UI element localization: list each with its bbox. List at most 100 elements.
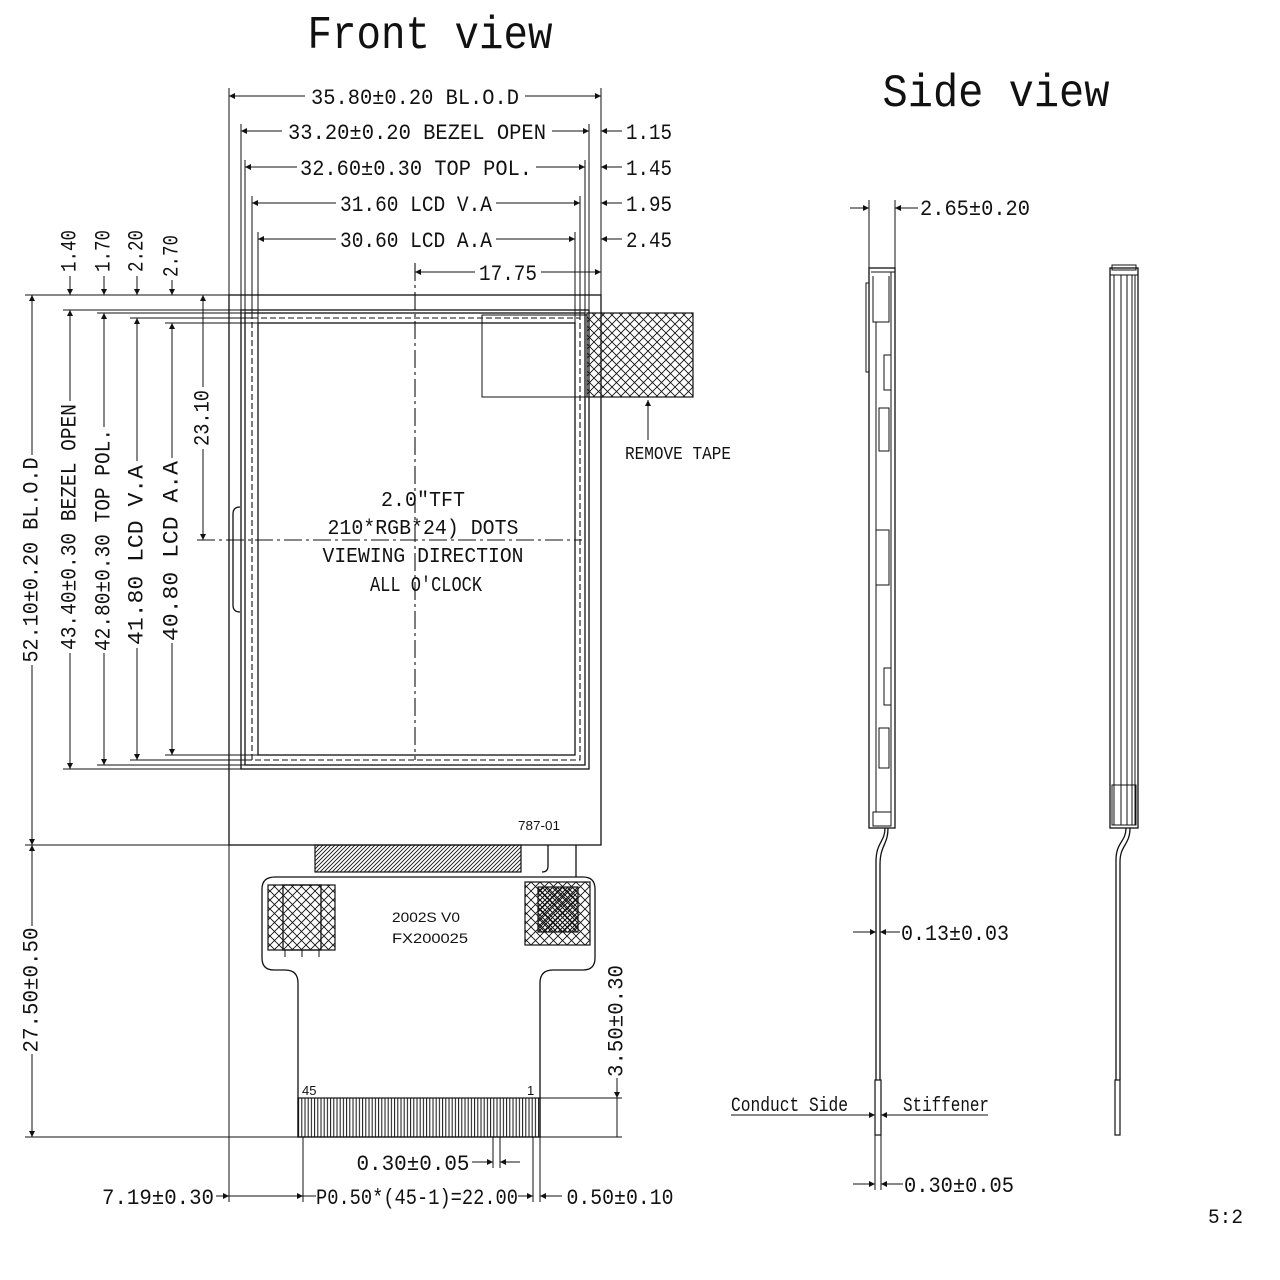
conduct-side-label: Conduct Side <box>731 1095 848 1118</box>
dim-text: 7.19±0.30 <box>102 1186 214 1211</box>
side-view-title: Side view <box>883 68 1110 120</box>
part-code: 787-01 <box>518 818 560 833</box>
dim-text: 0.30±0.05 <box>357 1152 470 1177</box>
drawing-scale: 5:2 <box>1208 1207 1243 1230</box>
fpc-component-left <box>267 884 336 951</box>
dimension-pitch: P0.50*(45-1)=22.00 <box>303 1186 533 1211</box>
fpc-label-2: FX200025 <box>392 930 468 946</box>
body-outline <box>1109 267 1139 829</box>
remove-tape-label: REMOVE TAPE <box>625 445 731 465</box>
body-component <box>875 529 890 586</box>
dim-text: 23.10 <box>191 390 216 446</box>
top-dimension-lcd-aa: 30.60 LCD A.A 2.45 <box>258 229 672 254</box>
dim-text: 40.80 LCD A.A <box>160 460 185 641</box>
fpc-tail-outer <box>1119 827 1131 1080</box>
dim-text: 0.50±0.10 <box>567 1186 674 1211</box>
top-dimension-top-pol: 32.60±0.30 TOP POL. 1.45 <box>245 157 672 182</box>
stiffener-callout: Stiffener <box>881 1095 989 1118</box>
dim-text: 0.30±0.05 <box>904 1174 1014 1199</box>
dim-text: 35.80±0.20 BL.O.D <box>311 86 519 111</box>
body-component <box>878 407 890 452</box>
dim-text: 31.60 LCD V.A <box>340 193 493 218</box>
lcd-viewing-area-outline <box>251 317 581 761</box>
panel-resolution-text: 210*RGB*24) DOTS <box>328 518 519 541</box>
panel-viewing-text: VIEWING DIRECTION <box>323 546 524 569</box>
stiffener-label: Stiffener <box>903 1095 989 1118</box>
fpc-bond-area <box>314 844 522 873</box>
front-view-title: Front view <box>308 10 553 62</box>
body-top-detail <box>872 276 890 323</box>
fpc: 2002S V0 FX200025 45 1 <box>261 844 596 1138</box>
body-left-tab <box>865 282 869 373</box>
dimension-module-thickness: 2.65±0.20 <box>850 197 1030 268</box>
fpc-tail-outer <box>879 827 889 1080</box>
offset-text: 2.20 <box>125 230 150 272</box>
lcd-active-area-outline <box>257 322 576 756</box>
offset-text: 1.40 <box>58 230 83 272</box>
side-body-right <box>1109 264 1139 1136</box>
fpc-component-right-inner <box>537 886 579 933</box>
pin-1-label: 1 <box>527 1083 534 1098</box>
fpc-label-1: 2002S V0 <box>392 909 460 925</box>
dim-text: 43.40±0.30 BEZEL OPEN <box>58 404 83 650</box>
tape-hatched-tab <box>586 312 694 398</box>
body-component <box>883 354 892 391</box>
side-body-left <box>865 267 896 1136</box>
dim-text: 42.80±0.30 TOP POL. <box>92 429 117 651</box>
top-dimension-bezel-open: 33.20±0.20 BEZEL OPEN 1.15 <box>241 121 672 146</box>
dim-text: 32.60±0.30 TOP POL. <box>300 157 532 182</box>
top-polarizer-outline <box>244 312 586 766</box>
body-outline <box>868 267 896 829</box>
offset-text: 1.45 <box>626 157 672 182</box>
left-dimension-lcd-aa: 40.80 LCD A.A 2.70 <box>160 235 185 755</box>
conduct-side-callout: Conduct Side <box>731 1095 875 1118</box>
dim-text: 33.20±0.20 BEZEL OPEN <box>288 121 546 146</box>
dim-text: 2.65±0.20 <box>920 197 1030 222</box>
left-dimension-center-offset: 23.10 <box>191 295 216 540</box>
dim-text: 52.10±0.20 BL.O.D <box>20 458 45 663</box>
fpc-tail-inner <box>1115 827 1127 1080</box>
panel-clock-text: ALL O'CLOCK <box>370 575 482 598</box>
body-component <box>883 667 892 706</box>
dimension-pin-width: 0.30±0.05 <box>357 1152 520 1177</box>
fpc-tab-left <box>541 845 549 873</box>
fpc-tail-inner <box>875 827 886 1080</box>
body-bottom-detail <box>1111 784 1137 826</box>
side-bracket <box>232 506 241 613</box>
left-dimension-lcd-va: 41.80 LCD V.A 2.20 <box>125 230 150 760</box>
stiffener-block <box>874 1079 882 1136</box>
dim-text: 41.80 LCD V.A <box>125 464 150 645</box>
dim-text: 3.50±0.30 <box>605 965 630 1077</box>
dimension-right-margin: 0.50±0.10 <box>540 1186 674 1211</box>
side-view: Side view 2.65±0.20 <box>731 68 1139 1199</box>
panel-description: 2.0″TFT 210*RGB*24) DOTS VIEWING DIRECTI… <box>323 490 524 598</box>
dim-text: 27.50±0.50 <box>20 928 45 1053</box>
top-dimension-lcd-va: 31.60 LCD V.A 1.95 <box>252 193 672 218</box>
tape-outline <box>481 314 588 398</box>
dimension-fpc-length: 27.50±0.50 <box>20 845 45 1137</box>
left-dimension-top-pol: 42.80±0.30 TOP POL. 1.70 <box>92 230 117 765</box>
top-dimension-center-offset: 17.75 <box>415 262 601 287</box>
dim-text: P0.50*(45-1)=22.00 <box>316 1186 518 1211</box>
dimension-contact-length: 3.50±0.30 <box>605 965 630 1137</box>
remove-tape: REMOVE TAPE <box>481 312 731 465</box>
offset-text: 1.15 <box>626 121 672 146</box>
offset-text: 2.45 <box>626 229 672 254</box>
dim-text: 30.60 LCD A.A <box>340 229 493 254</box>
body-top-cap <box>1111 264 1137 271</box>
stiffener-block <box>1114 1079 1121 1136</box>
fpc-contacts <box>297 1097 541 1138</box>
offset-text: 2.70 <box>160 235 185 277</box>
dimension-stiffener-thickness: 0.30±0.05 <box>853 1135 1014 1199</box>
offset-text: 1.70 <box>92 230 117 272</box>
dimension-left-offset: 7.19±0.30 <box>102 1186 303 1211</box>
body-bottom-detail <box>872 811 892 827</box>
pin-45-label: 45 <box>302 1083 316 1098</box>
offset-text: 1.95 <box>626 193 672 218</box>
body-component <box>878 727 890 769</box>
left-dimension-bezel-open: 43.40±0.30 BEZEL OPEN 1.40 <box>58 230 83 769</box>
dim-text: 17.75 <box>479 262 537 287</box>
left-dimension-bl-od: 52.10±0.20 BL.O.D <box>20 295 45 845</box>
top-dimension-bl-od: 35.80±0.20 BL.O.D <box>229 86 601 111</box>
